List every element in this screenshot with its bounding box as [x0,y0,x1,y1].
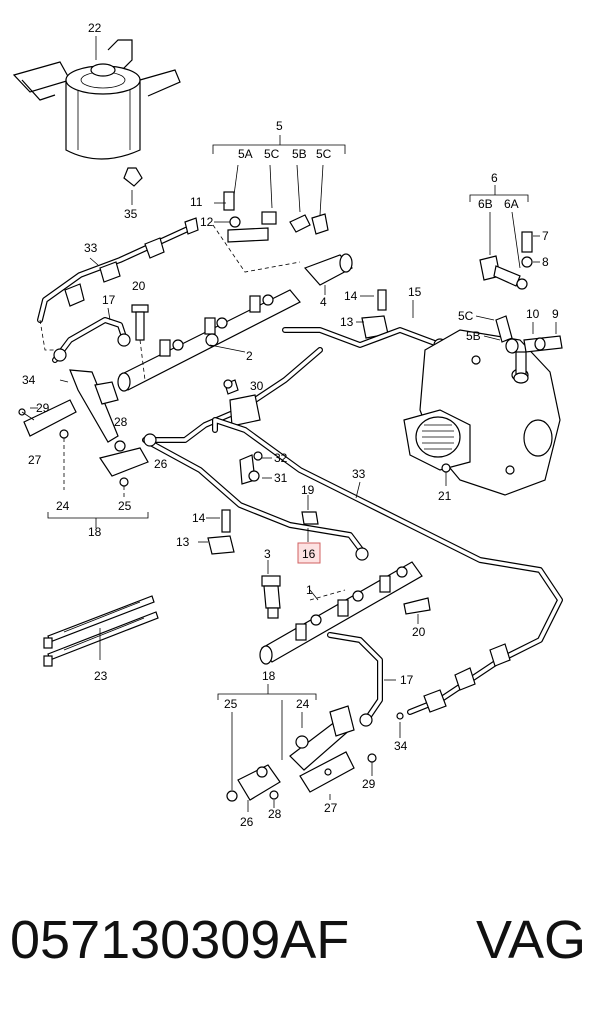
label-25-upper: 25 [118,499,132,513]
label-8: 8 [542,255,549,269]
label-12: 12 [200,215,214,229]
label-14-upper: 14 [344,289,358,303]
label-16-highlighted: 16 [302,547,316,561]
injector-upper [18,369,149,528]
label-34-upper: 34 [22,373,36,387]
label-5B-upper: 5B [292,147,307,161]
label-20-lower: 20 [412,625,426,639]
part-number: 057130309AF [10,910,350,970]
label-22: 22 [88,21,102,35]
label-24-upper: 24 [56,499,70,513]
sensor-group-6 [469,185,540,290]
high-pressure-pump [403,329,561,496]
injection-line-33-lower [212,417,563,715]
label-33-lower: 33 [352,467,366,481]
label-7: 7 [542,229,549,243]
label-29-lower: 29 [362,777,376,791]
label-24-lower: 24 [296,697,310,711]
fuel-rail-upper [117,289,301,395]
cable-ties-23 [43,595,159,667]
injection-line-16 [142,433,369,561]
bracket-13-lower [198,509,235,555]
label-32: 32 [274,451,288,465]
pressure-sensor-group-upper [212,135,353,295]
label-5C-right: 5C [458,309,474,323]
label-27-lower: 27 [324,801,338,815]
label-23: 23 [94,669,108,683]
label-13-lower: 13 [176,535,190,549]
brand-name: VAG [475,910,586,970]
label-5C-upper-a: 5C [264,147,280,161]
label-19: 19 [301,483,315,497]
line-17-upper [52,307,131,363]
label-17-lower: 17 [400,673,414,687]
label-26-lower: 26 [240,815,254,829]
label-31: 31 [274,471,288,485]
label-18-upper: 18 [88,525,102,539]
rail-pressure-sensor-3 [261,560,281,619]
injection-line-33-upper [37,217,199,351]
label-18-lower: 18 [262,669,276,683]
label-11: 11 [190,195,203,209]
label-3: 3 [264,547,271,561]
line-17-lower [327,632,404,738]
label-28-lower: 28 [268,807,282,821]
label-26-upper: 26 [154,457,168,471]
label-27-upper: 27 [28,453,42,467]
label-13-upper: 13 [340,315,354,329]
fuel-rail-lower [259,561,431,665]
footer: 057130309AF VAG [0,900,600,1010]
fuel-system-exploded-diagram: 22 35 5 5A 5C 5B 5C 11 12 4 33 20 17 14 … [12,21,563,829]
label-34-lower: 34 [394,739,408,753]
label-4: 4 [320,295,327,309]
sensor-group-5-right [475,315,563,384]
label-14-lower: 14 [192,511,206,525]
label-5C-upper-b: 5C [316,147,332,161]
return-line-group [147,347,323,485]
label-33-upper: 33 [84,241,98,255]
label-20-upper: 20 [132,279,146,293]
callout-labels: 22 35 5 5A 5C 5B 5C 11 12 4 33 20 17 14 … [22,21,559,829]
label-6B: 6B [478,197,493,211]
label-21: 21 [438,489,452,503]
fuel-filter-assembly [12,36,181,205]
injector-lower [217,684,377,812]
label-15: 15 [408,285,422,299]
pump-cooling-fins [422,424,454,450]
label-1: 1 [306,583,313,597]
label-9: 9 [552,307,559,321]
label-30: 30 [250,379,264,393]
bracket-13-upper [356,289,389,339]
label-5B-right: 5B [466,329,481,343]
label-6A: 6A [504,197,519,211]
label-2: 2 [246,349,253,363]
highlighted-part-box [297,542,321,564]
label-17-upper: 17 [102,293,116,307]
label-10: 10 [526,307,540,321]
label-5A: 5A [238,147,253,161]
label-6: 6 [491,171,498,185]
label-5: 5 [276,119,283,133]
label-35: 35 [124,207,138,221]
label-25-lower: 25 [224,697,238,711]
label-28-upper: 28 [114,415,128,429]
label-29-upper: 29 [36,401,50,415]
